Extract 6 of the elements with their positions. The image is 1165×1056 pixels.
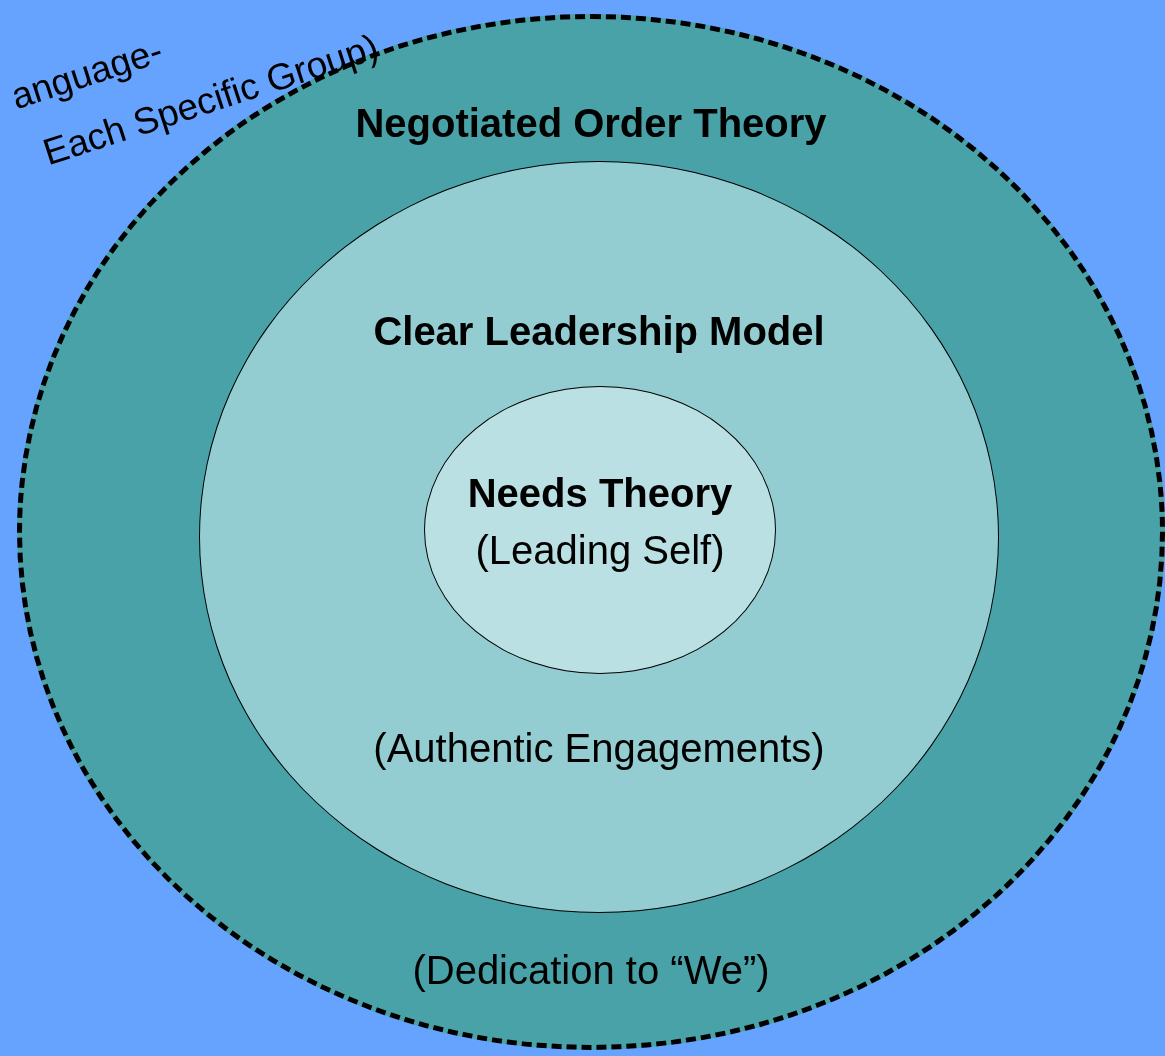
region-subtitle: (Leading Self) [475,527,725,573]
region-subtitle: (Authentic Engagements) [373,725,825,771]
region-title: Clear Leadership Model [373,308,825,354]
region-subtitle: (Dedication to “We”) [412,947,770,993]
region-title: Needs Theory [467,470,733,516]
region-title: Negotiated Order Theory [355,100,827,146]
